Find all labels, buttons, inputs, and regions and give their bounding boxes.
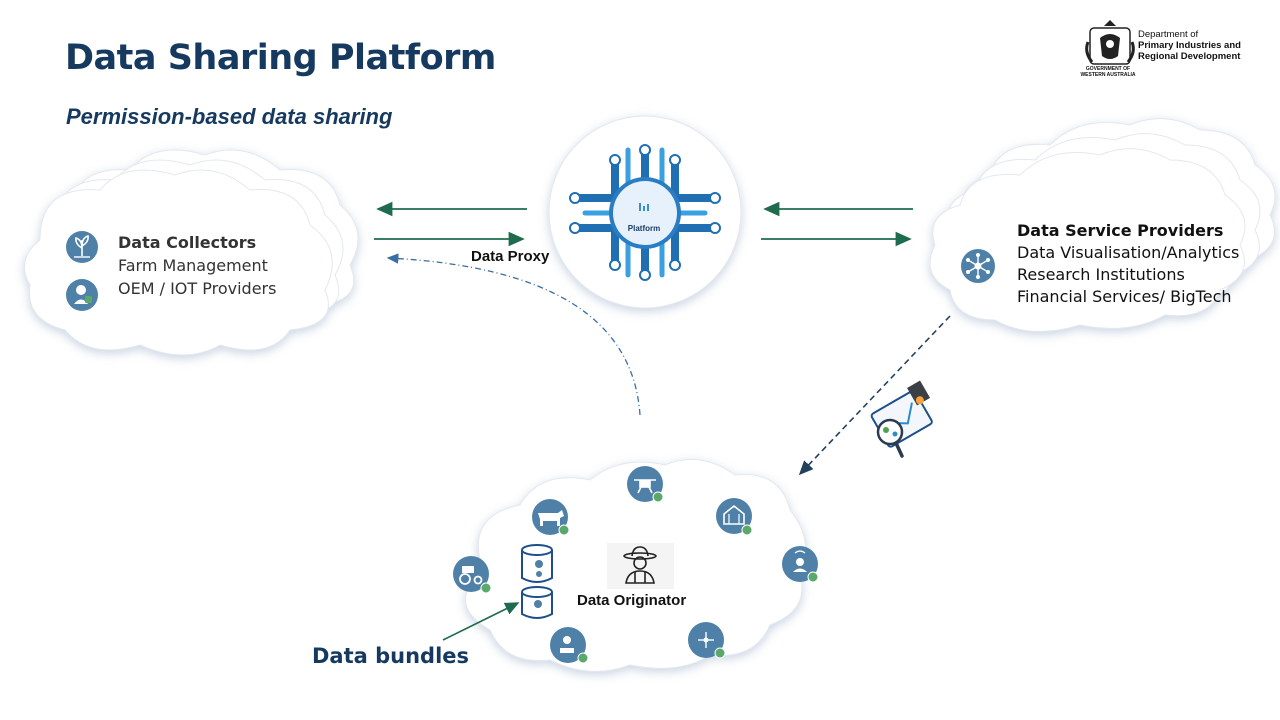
logo-line-1: Department of	[1138, 29, 1199, 40]
data-service-providers-item: Data Visualisation/Analytics	[1017, 243, 1240, 262]
farmer-icon	[607, 543, 674, 589]
iot-provider-icon	[66, 279, 98, 311]
data-service-providers-item: Research Institutions	[1017, 265, 1185, 284]
government-label: GOVERNMENT OF WESTERN AUSTRALIA	[1078, 66, 1138, 78]
sensor-icon	[782, 546, 819, 583]
soil-probe-icon	[550, 627, 589, 664]
gov-line-1: GOVERNMENT OF	[1085, 66, 1131, 72]
data-service-providers-text: Data Service Providers Data Visualisatio…	[1017, 221, 1239, 306]
data-collectors-item: OEM / IOT Providers	[118, 279, 277, 298]
platform-chip-icon	[569, 144, 721, 281]
page-title: Data Sharing Platform	[65, 38, 496, 78]
gov-line-2: WESTERN AUSTRALIA	[1080, 72, 1136, 78]
tractor-icon	[453, 556, 492, 594]
data-bundles-arrow	[442, 602, 520, 641]
data-service-providers-heading: Data Service Providers	[1017, 221, 1224, 240]
logo-line-2: Primary Industries and	[1138, 40, 1241, 51]
analytics-search-icon	[870, 380, 933, 458]
platform-label: Platform	[627, 224, 661, 233]
data-service-providers-cloud	[929, 118, 1276, 332]
data-proxy-label: Data Proxy	[471, 248, 550, 265]
network-node-icon	[688, 622, 726, 659]
data-service-providers-item: Financial Services/ BigTech	[1017, 287, 1232, 306]
data-collectors-heading: Data Collectors	[118, 233, 257, 252]
providers-to-originator-arrow	[798, 315, 951, 476]
page-subtitle: Permission-based data sharing	[66, 104, 393, 129]
farm-management-icon	[66, 231, 98, 263]
service-network-icon	[961, 249, 995, 283]
drone-icon	[627, 466, 664, 503]
greenhouse-icon	[716, 498, 753, 536]
data-originator-label: Data Originator	[577, 592, 687, 609]
data-collectors-cloud	[23, 149, 359, 356]
department-logo-text: Department of Primary Industries and Reg…	[1138, 29, 1241, 62]
data-collectors-text: Data Collectors Farm Management OEM / IO…	[118, 233, 276, 298]
data-bundles-label: Data bundles	[312, 644, 470, 668]
logo-line-3: Regional Development	[1138, 51, 1241, 62]
data-bundle-cylinders	[521, 544, 553, 619]
proxy-arrows-left	[374, 201, 527, 247]
proxy-arrows-right	[761, 201, 913, 247]
data-collectors-item: Farm Management	[118, 256, 268, 275]
cow-icon	[532, 499, 570, 536]
